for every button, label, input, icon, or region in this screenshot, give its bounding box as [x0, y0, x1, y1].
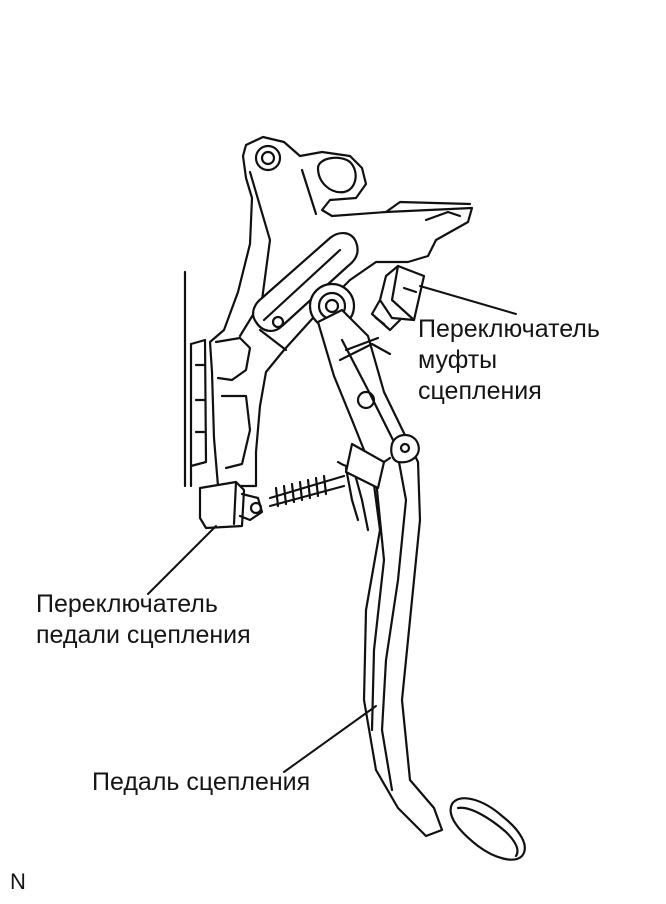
pedal-switch-label: Переключатель педали сцепления: [36, 589, 251, 651]
figure-code: N: [10, 869, 26, 894]
clutch-switch-label-line2: муфты: [418, 346, 498, 374]
clutch-switch-label: Переключатель муфты сцепления: [418, 314, 600, 407]
pedal-switch-label-line2: педали сцепления: [36, 621, 251, 649]
pedal-arm: [316, 308, 526, 861]
pedal-switch-label-line1: Переключатель: [36, 590, 218, 618]
clutch-switch-label-line1: Переключатель: [418, 315, 600, 343]
clutch-switch: [370, 264, 426, 332]
pedal-bracket: [208, 135, 474, 488]
mounting-plate: [183, 270, 208, 488]
pedal-label: Педаль сцепления: [92, 768, 311, 796]
leader-lines: [147, 285, 517, 773]
clutch-switch-label-line3: сцепления: [418, 377, 542, 405]
pedal-switch: [198, 480, 264, 530]
return-spring: [268, 336, 392, 532]
